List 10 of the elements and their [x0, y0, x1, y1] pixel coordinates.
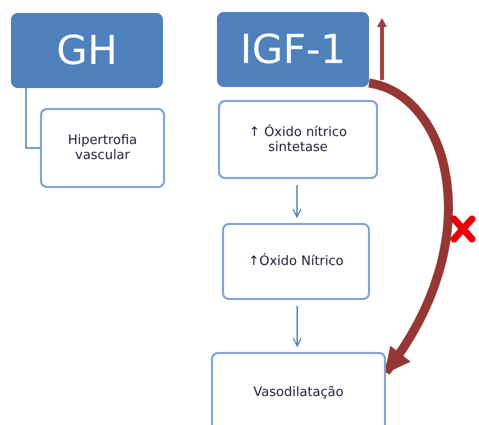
- arrow: [292, 185, 302, 218]
- process-box: Hipertrofia vascular: [40, 108, 165, 188]
- title-box: IGF-1: [217, 12, 369, 87]
- arrow: [292, 306, 302, 347]
- connector-line: [25, 88, 40, 149]
- title-box: GH: [11, 13, 163, 88]
- curved-arrow: [368, 78, 453, 375]
- process-box: Vasodilatação: [211, 352, 386, 425]
- process-box: ↑Óxido Nítrico: [222, 223, 370, 300]
- process-box: ↑ Óxido nítrico sintetase: [218, 100, 378, 179]
